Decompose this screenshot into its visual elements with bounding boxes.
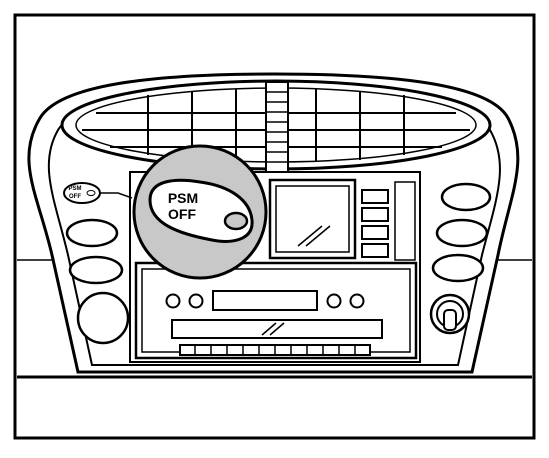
psm-zoom-label-2: OFF bbox=[168, 206, 196, 222]
screen-button-2[interactable] bbox=[361, 207, 389, 222]
screen-button-4[interactable] bbox=[361, 243, 389, 258]
psm-zoom-label-1: PSM bbox=[168, 190, 198, 206]
rotary-knob-icon[interactable] bbox=[429, 293, 471, 335]
psm-off-callout: PSM OFF bbox=[132, 144, 268, 280]
screen-button-1[interactable] bbox=[361, 189, 389, 204]
callout-leader-line bbox=[100, 192, 133, 199]
indicator-led-icon bbox=[223, 211, 249, 231]
right-button-2[interactable] bbox=[435, 218, 489, 248]
audio-knob-2[interactable] bbox=[188, 293, 204, 309]
psm-small-label-1: PSM bbox=[68, 186, 81, 192]
right-button-group bbox=[429, 182, 492, 335]
left-button-group: PSM OFF bbox=[63, 182, 130, 345]
radio-display bbox=[212, 290, 318, 311]
left-button-2[interactable] bbox=[65, 218, 119, 248]
right-button-3[interactable] bbox=[431, 253, 485, 283]
center-air-vent bbox=[60, 79, 492, 173]
psm-off-button-small[interactable]: PSM OFF bbox=[63, 182, 101, 204]
indicator-led-icon bbox=[86, 190, 96, 196]
right-button-1[interactable] bbox=[440, 182, 492, 212]
psm-small-label-2: OFF bbox=[69, 194, 81, 200]
center-console bbox=[129, 171, 421, 363]
audio-knob-4[interactable] bbox=[349, 293, 365, 309]
left-button-3[interactable] bbox=[68, 255, 124, 285]
audio-knob-1[interactable] bbox=[165, 293, 181, 309]
audio-knob-3[interactable] bbox=[326, 293, 342, 309]
screen-button-3[interactable] bbox=[361, 225, 389, 240]
psm-off-button-zoomed[interactable]: PSM OFF bbox=[148, 178, 254, 243]
left-round-dial[interactable] bbox=[76, 291, 130, 345]
